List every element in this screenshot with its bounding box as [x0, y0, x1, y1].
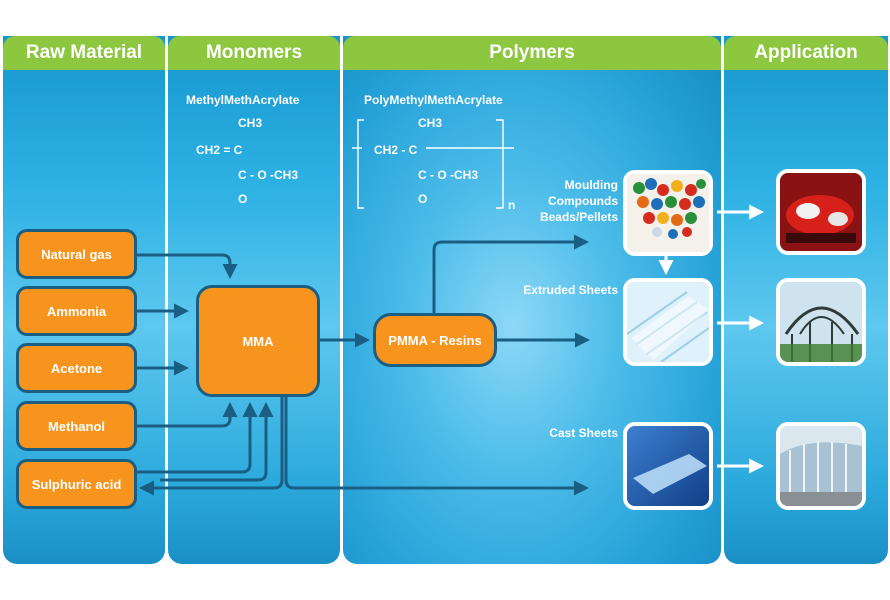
extruded-sheet-image [627, 282, 709, 362]
polymer-formula-ch3: CH3 [418, 116, 443, 130]
car-photo [776, 169, 866, 255]
greenhouse-image [780, 282, 862, 362]
polymer-subscript-n: n [508, 198, 516, 212]
greenhouse-photo [776, 278, 866, 366]
node-acetone[interactable]: Acetone [16, 343, 137, 393]
node-natural-gas[interactable]: Natural gas [16, 229, 137, 279]
polymer-formula-ch2: CH2 - C [374, 143, 418, 157]
monomer-formula-ch2: CH2 = C [196, 143, 243, 157]
header-raw-material: Raw Material [3, 36, 165, 70]
cast-sheet-image [627, 426, 709, 506]
arrow-natural-gas [136, 253, 238, 279]
polymer-formula-o: O [418, 192, 428, 206]
monomer-formula-o: O [238, 192, 248, 206]
arrow-pmma-to-moulding [432, 234, 589, 314]
polymer-bracket [352, 119, 514, 209]
polymer-formula-ester: C - O -CH3 [418, 168, 478, 182]
monomer-formula-ch3: CH3 [238, 116, 263, 130]
beads-image [627, 174, 709, 252]
building-image [780, 426, 862, 506]
monomer-formula-ester: C - O -CH3 [238, 168, 298, 182]
building-photo [776, 422, 866, 510]
header-polymers: Polymers [343, 36, 721, 70]
arrow-sulphuric-up-2 [160, 402, 274, 482]
sheet-photo [623, 278, 713, 366]
cast-sheet-photo [623, 422, 713, 510]
beads-photo [623, 170, 713, 256]
label-cast: Cast Sheets [549, 426, 618, 440]
label-extruded: Extruded Sheets [523, 283, 618, 297]
arrow-mma-back-to-sulphuric [139, 395, 284, 496]
node-ammonia[interactable]: Ammonia [16, 286, 137, 336]
header-application: Application [724, 36, 888, 70]
label-moulding: Moulding Compounds Beads/Pellets [539, 178, 618, 224]
arrow-sulphuric-up-1 [136, 402, 258, 474]
node-pmma-resins[interactable]: PMMA - Resins [373, 313, 497, 367]
header-monomers: Monomers [168, 36, 340, 70]
car-image [780, 173, 862, 251]
node-methanol[interactable]: Methanol [16, 401, 137, 451]
arrow-methanol [136, 402, 238, 428]
polymer-name: PolyMethylMethAcrylate [364, 93, 503, 107]
node-sulphuric-acid[interactable]: Sulphuric acid [16, 459, 137, 509]
arrow-mma-to-cast [284, 395, 589, 496]
monomer-name: MethylMethAcrylate [186, 93, 300, 107]
node-mma[interactable]: MMA [196, 285, 320, 397]
